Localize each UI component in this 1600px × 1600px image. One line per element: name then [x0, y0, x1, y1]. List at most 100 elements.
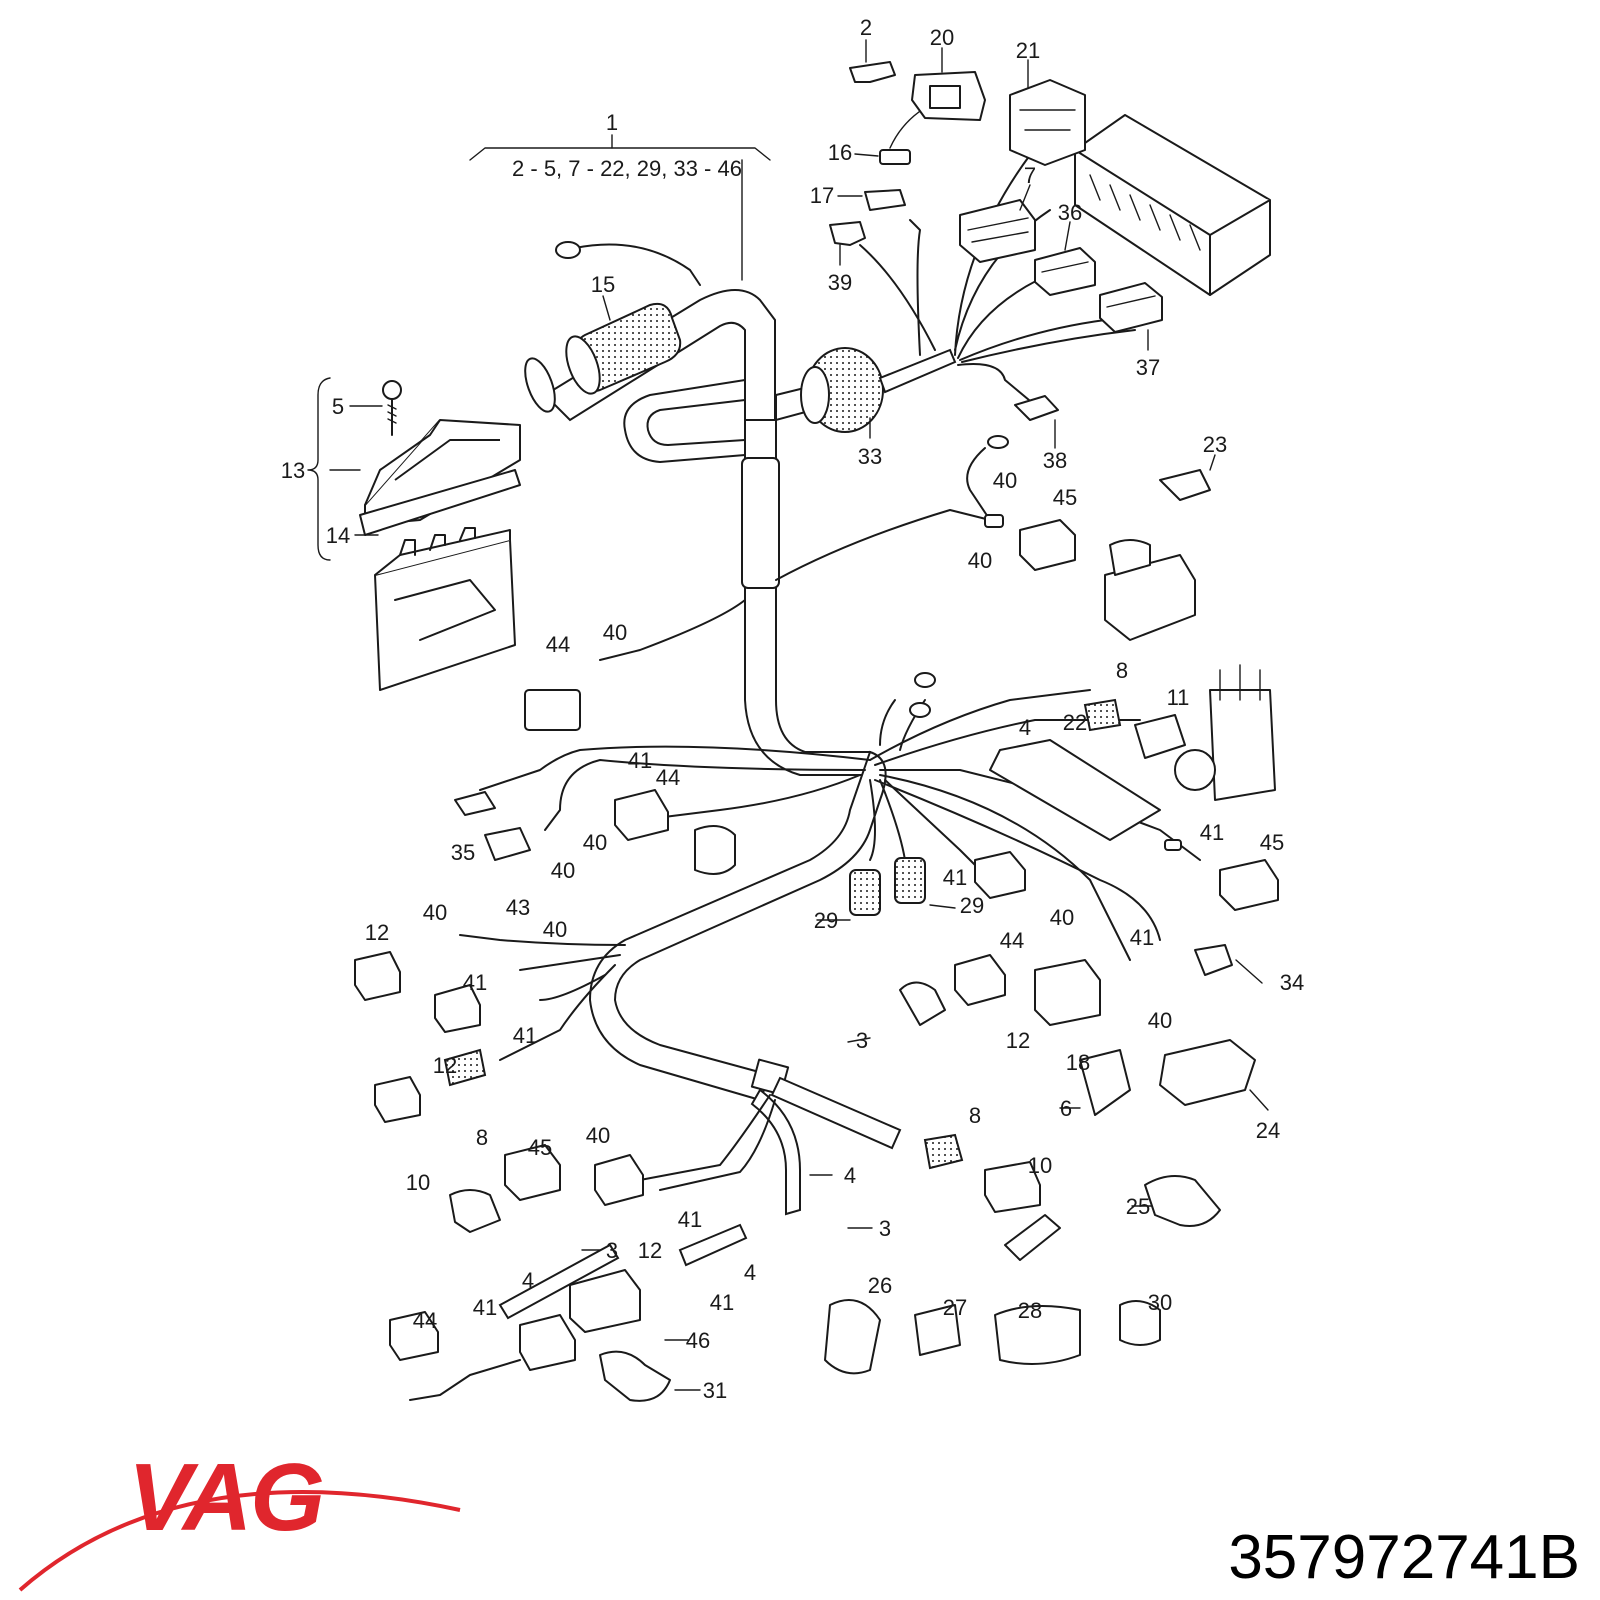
connector-21 [1009, 79, 1086, 166]
connector-39 [829, 221, 866, 246]
callout-40-f: 40 [423, 900, 447, 925]
vag-logo: VAG [18, 1444, 461, 1592]
callout-27: 27 [943, 1295, 967, 1320]
callout-44-a: 44 [546, 632, 570, 657]
upper-branch-45 [775, 435, 1076, 581]
bottom-left-connectors [389, 1144, 671, 1402]
main-harness-trunk [543, 289, 902, 1267]
callout-40-a: 40 [993, 468, 1017, 493]
callout-12-d: 12 [638, 1238, 662, 1263]
group-contents: 2 - 5, 7 - 22, 29, 33 - 46 [512, 156, 742, 181]
callout-8-c: 8 [969, 1103, 981, 1128]
connector-20 [911, 71, 986, 121]
callout-8-b: 8 [476, 1125, 488, 1150]
callout-40-j: 40 [586, 1123, 610, 1148]
callout-10-a: 10 [406, 1170, 430, 1195]
callout-28: 28 [1018, 1298, 1042, 1323]
callout-41-d: 41 [463, 970, 487, 995]
callout-3-b: 3 [879, 1216, 891, 1241]
callout-44-c: 44 [1000, 928, 1024, 953]
shield-22 [989, 739, 1161, 841]
callout-41-e: 41 [513, 1023, 537, 1048]
connector-36 [1034, 247, 1096, 296]
callout-26: 26 [868, 1273, 892, 1298]
distributor [1174, 664, 1276, 801]
callout-40-g: 40 [543, 917, 567, 942]
connector-44-mid [974, 851, 1026, 899]
clamps-row [824, 1175, 1221, 1375]
callout-3-c: 3 [606, 1238, 618, 1263]
connector-16 [879, 149, 911, 165]
callout-41-c: 41 [943, 865, 967, 890]
callout-4-a: 4 [1019, 715, 1031, 740]
callout-40-d: 40 [583, 830, 607, 855]
callout-29-b: 29 [960, 893, 984, 918]
connector-38 [1014, 395, 1059, 421]
connectors-45-right [1164, 839, 1279, 911]
ecu-control-unit [374, 527, 516, 691]
callout-45-c: 45 [528, 1135, 552, 1160]
part-number: 357972741B [1228, 1523, 1580, 1592]
callout-41-f: 41 [1130, 925, 1154, 950]
callout-22: 22 [1063, 710, 1087, 735]
callout-40-b: 40 [968, 548, 992, 573]
callout-37: 37 [1136, 355, 1160, 380]
callout-12-b: 12 [433, 1053, 457, 1078]
callout-29-a: 29 [814, 908, 838, 933]
leader-lines [307, 39, 1269, 1391]
middle-wire-bundle [479, 599, 1201, 961]
callout-2: 2 [860, 15, 872, 40]
fuse-relay-box [1074, 114, 1271, 296]
callout-31: 31 [703, 1378, 727, 1403]
callout-33: 33 [858, 444, 882, 469]
connector-10-8-lower [923, 1133, 1041, 1213]
callout-8-a: 8 [1116, 658, 1128, 683]
callout-38: 38 [1043, 448, 1067, 473]
vag-logo-text: VAG [128, 1444, 323, 1551]
connector-37 [1099, 282, 1163, 333]
callout-36: 36 [1058, 200, 1082, 225]
callout-13: 13 [281, 458, 305, 483]
callout-7: 7 [1024, 163, 1036, 188]
callout-35: 35 [451, 840, 475, 865]
callout-12-c: 12 [1006, 1028, 1030, 1053]
callout-20: 20 [930, 25, 954, 50]
callout-23: 23 [1203, 432, 1227, 457]
callout-15: 15 [591, 272, 615, 297]
callout-16: 16 [828, 140, 852, 165]
connector-7 [959, 199, 1036, 263]
callout-45-a: 45 [1053, 485, 1077, 510]
callout-4-b: 4 [844, 1163, 856, 1188]
callout-6: 6 [1060, 1096, 1072, 1121]
eyelet-top [555, 241, 701, 286]
callout-43: 43 [506, 895, 530, 920]
connector-17 [864, 189, 906, 211]
callout-14: 14 [326, 523, 350, 548]
connector-8-11 [1083, 698, 1186, 759]
callout-46: 46 [686, 1328, 710, 1353]
callout-39: 39 [828, 270, 852, 295]
callout-24: 24 [1256, 1118, 1280, 1143]
ecu-connector-13 [359, 419, 521, 536]
callout-17: 17 [810, 183, 834, 208]
callout-40-i: 40 [1148, 1008, 1172, 1033]
ecu-15-dotted-sleeve [524, 302, 682, 413]
grommet-33 [800, 347, 957, 433]
callout-4-c: 4 [522, 1268, 534, 1293]
callout-4-d: 4 [744, 1260, 756, 1285]
lower-left-connectors [354, 934, 626, 1123]
callout-41-b: 41 [1200, 820, 1224, 845]
callout-40-e: 40 [551, 858, 575, 883]
callout-10-b: 10 [1028, 1153, 1052, 1178]
callout-45-b: 45 [1260, 830, 1284, 855]
group-number: 1 [606, 110, 618, 135]
callout-25: 25 [1126, 1194, 1150, 1219]
callout-3-a: 3 [856, 1028, 868, 1053]
callout-40-c: 40 [603, 620, 627, 645]
eyelets-middle [909, 672, 936, 718]
callout-30: 30 [1148, 1290, 1172, 1315]
clip-2 [849, 61, 896, 83]
callout-12-a: 12 [365, 920, 389, 945]
lower-right-connectors [899, 944, 1256, 1116]
